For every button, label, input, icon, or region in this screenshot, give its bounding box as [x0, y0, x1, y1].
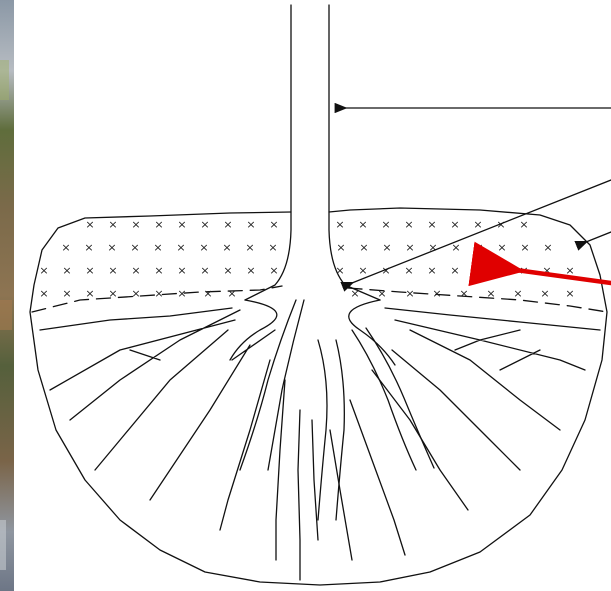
soil-cross-mark: × [108, 218, 117, 231]
soil-cross-mark: × [565, 287, 574, 300]
soil-cross-mark: × [131, 218, 140, 231]
soil-cross-mark: × [473, 264, 482, 277]
soil-cross-mark: × [350, 287, 359, 300]
soil-cross-mark: × [496, 264, 505, 277]
soil-cross-mark: × [62, 287, 71, 300]
soil-cross-mark: × [269, 264, 278, 277]
soil-cross-mark: × [358, 264, 367, 277]
soil-cross-mark: × [130, 241, 139, 254]
root-main-left [240, 300, 304, 470]
soil-cross-mark: × [427, 218, 436, 231]
soil-cross-mark: × [336, 241, 345, 254]
root-main-right [352, 328, 434, 470]
soil-cross-mark: × [154, 264, 163, 277]
fibrous-roots [50, 310, 585, 580]
soil-cross-mark: × [200, 264, 209, 277]
soil-cross-mark: × [540, 287, 549, 300]
soil-cross-mark: × [203, 287, 212, 300]
soil-cross-mark: × [199, 241, 208, 254]
soil-cross-mark: × [154, 287, 163, 300]
soil-cross-mark: × [497, 241, 506, 254]
soil-cross-mark: × [474, 241, 483, 254]
soil-cross-mark: × [382, 241, 391, 254]
soil-cross-mark: × [404, 264, 413, 277]
soil-cross-mark: × [131, 287, 140, 300]
soil-cross-mark: × [473, 218, 482, 231]
soil-cross-mark: × [154, 218, 163, 231]
soil-cross-mark: × [85, 287, 94, 300]
soil-cross-mark: × [335, 264, 344, 277]
soil-cross-mark: × [359, 241, 368, 254]
soil-cross-mark: × [62, 264, 71, 277]
soil-cross-mark: × [61, 241, 70, 254]
soil-cross-mark: × [459, 287, 468, 300]
soil-cross-mark: × [85, 264, 94, 277]
soil-cross-mark: × [520, 241, 529, 254]
soil-cross-mark: × [519, 218, 528, 231]
soil-cross-mark: × [177, 218, 186, 231]
stem-right-edge [329, 5, 380, 300]
soil-cross-mark: × [427, 264, 436, 277]
soil-cross-mark: × [200, 218, 209, 231]
soil-cross-mark: × [543, 241, 552, 254]
soil-cross-mark: × [107, 241, 116, 254]
soil-cross-mark: × [84, 241, 93, 254]
soil-cross-mark: × [39, 264, 48, 277]
soil-cross-mark: × [377, 287, 386, 300]
soil-cross-mark: × [177, 287, 186, 300]
soil-cross-mark: × [513, 287, 522, 300]
soil-cross-mark: × [381, 218, 390, 231]
soil-cross-mark: × [223, 264, 232, 277]
soil-cross-mark: × [227, 287, 236, 300]
soil-cross-mark: × [450, 264, 459, 277]
subsoil-line-left [40, 308, 232, 330]
soil-cross-mark: × [108, 264, 117, 277]
subsoil-line-right [385, 308, 600, 330]
soil-cross-mark: × [177, 264, 186, 277]
soil-cross-mark: × [176, 241, 185, 254]
soil-cross-mark: × [245, 241, 254, 254]
soil-cross-mark: × [405, 287, 414, 300]
soil-cross-mark: × [131, 264, 140, 277]
soil-cross-mark: × [108, 287, 117, 300]
soil-cross-mark: × [358, 218, 367, 231]
soil-cross-mark: × [404, 218, 413, 231]
stem-left-edge [245, 5, 291, 300]
backfill-soil-marks: × × × × × × × × × × × × × × × × × × × × × × × × × × × × × × × × × × × × × × × ×… [39, 218, 574, 300]
highlight-arrow-backfill [516, 270, 611, 283]
soil-cross-mark: × [39, 287, 48, 300]
soil-cross-mark: × [222, 241, 231, 254]
soil-cross-mark: × [450, 218, 459, 231]
soil-cross-mark: × [223, 218, 232, 231]
soil-cross-mark: × [269, 218, 278, 231]
soil-cross-mark: × [335, 218, 344, 231]
soil-cross-mark: × [153, 241, 162, 254]
soil-cross-mark: × [486, 287, 495, 300]
root-collar [230, 300, 395, 365]
soil-cross-mark: × [268, 241, 277, 254]
soil-cross-mark: × [246, 218, 255, 231]
soil-cross-mark: × [85, 218, 94, 231]
soil-cross-mark: × [405, 241, 414, 254]
soil-cross-mark: × [432, 287, 441, 300]
leader-arrow-soil-surface [586, 232, 611, 242]
soil-cross-mark: × [246, 264, 255, 277]
